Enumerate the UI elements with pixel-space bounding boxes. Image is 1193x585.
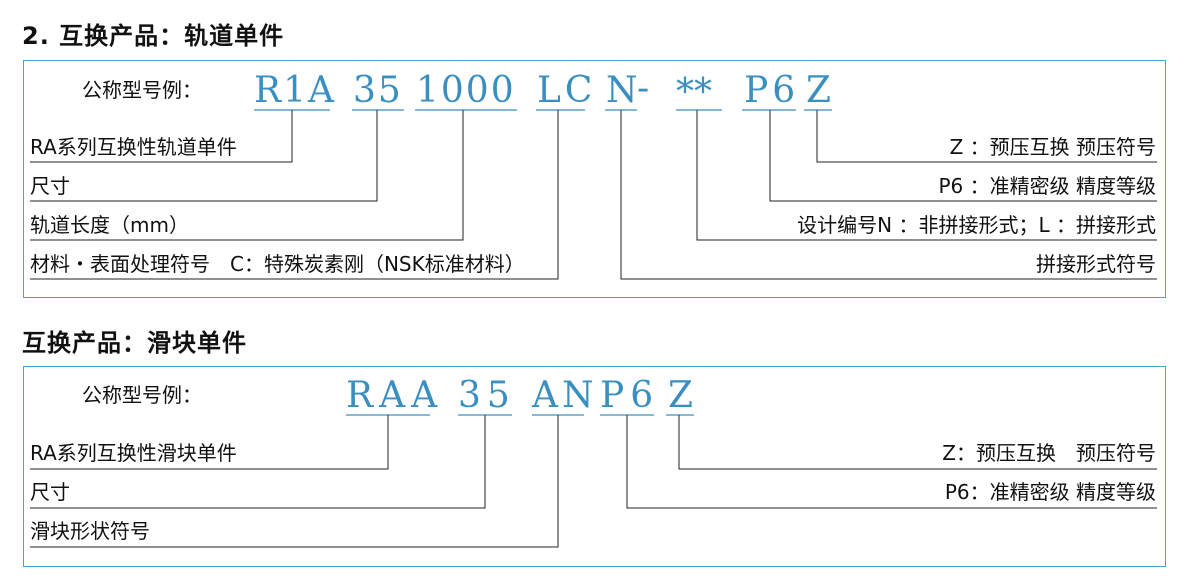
- block-label-series: RA系列互换性滑块单件: [30, 441, 237, 465]
- connector-rail-size: [30, 110, 378, 202]
- connector-rail-preload: [816, 110, 1157, 163]
- connector-block-size: [30, 415, 486, 509]
- block-code-preload: Z: [668, 375, 694, 416]
- rail-code-material: LC: [537, 70, 597, 111]
- rail-code-length: 1000: [416, 70, 516, 111]
- rail-code-series: R1A: [254, 70, 337, 111]
- block-diagram-box: [23, 366, 1166, 567]
- rail-code-preload: Z: [806, 70, 832, 111]
- connector-block-series: [30, 415, 389, 470]
- block-example-label: 公称型号例：: [82, 383, 202, 407]
- block-label-size: 尺寸: [30, 480, 70, 504]
- rail-code-accuracy: P6: [744, 70, 800, 111]
- rail-label-accuracy: P6 ：准精密级 精度等级: [938, 174, 1157, 198]
- block-code-series: RAA: [346, 375, 444, 416]
- connector-rail-series: [30, 110, 293, 163]
- rail-label-joint: 拼接形式符号: [1036, 252, 1156, 276]
- connector-rail-joint: [696, 110, 1157, 241]
- rail-diagram-box: [23, 60, 1166, 298]
- rail-label-series: RA系列互换性轨道单件: [30, 135, 237, 159]
- connector-rail-material: [30, 110, 559, 280]
- connector-rail-design: [620, 110, 1157, 280]
- rail-example-label: 公称型号例：: [82, 78, 202, 102]
- block-label-accuracy: P6：准精密级 精度等级: [944, 480, 1156, 504]
- connector-block-accuracy: [626, 415, 1157, 509]
- rail-code-joint: **: [676, 72, 712, 113]
- rail-code-dash: -: [637, 68, 650, 109]
- block-section-heading: 互换产品：滑块单件: [22, 329, 247, 357]
- rail-label-length: 轨道长度（mm）: [30, 213, 189, 237]
- rail-label-design: 设计编号N ：非拼接形式；L ：拼接形式: [797, 213, 1156, 237]
- block-code-accuracy: P6: [600, 375, 660, 416]
- rail-label-material: 材料・表面处理符号 C：特殊炭素刚（NSK标准材料）: [30, 252, 525, 276]
- rail-label-size: 尺寸: [30, 174, 70, 198]
- connector-rail-length: [30, 110, 464, 241]
- rail-code-design: N: [606, 70, 638, 111]
- block-label-preload: Z：预压互换 预压符号: [942, 441, 1156, 465]
- rail-code-size: 35: [353, 70, 403, 111]
- block-code-size: 35: [458, 375, 516, 416]
- rail-section-heading: 2. 互换产品：轨道单件: [22, 22, 285, 50]
- connector-rail-accuracy: [769, 110, 1157, 202]
- connector-block-preload: [678, 415, 1157, 470]
- block-code-shape: AN: [532, 375, 598, 416]
- block-label-shape: 滑块形状符号: [30, 519, 150, 543]
- rail-label-preload: Z ：预压互换 预压符号: [949, 135, 1156, 159]
- connector-block-shape: [30, 415, 559, 548]
